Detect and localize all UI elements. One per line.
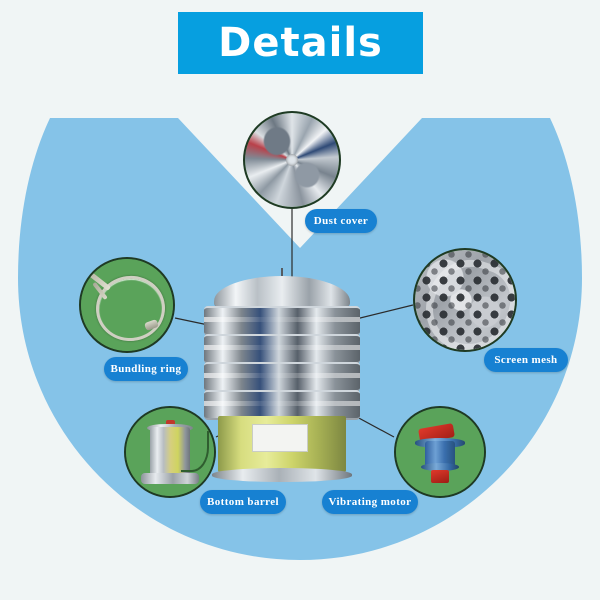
machine-base-flange <box>212 468 352 482</box>
callout-circle-screen-mesh[interactable] <box>413 248 517 352</box>
label-bundling-ring-text: Bundling ring <box>110 363 182 375</box>
sieve-deck <box>204 390 360 420</box>
label-dust-cover[interactable]: Dust cover <box>305 209 377 233</box>
mesh-perforations-secondary <box>415 250 515 350</box>
label-bottom-barrel-text: Bottom barrel <box>207 496 279 508</box>
motor-bottom-cap <box>431 469 449 483</box>
callout-circle-bottom-barrel[interactable] <box>124 406 216 498</box>
label-vibrating-motor-text: Vibrating motor <box>328 496 412 508</box>
label-dust-cover-text: Dust cover <box>313 215 369 227</box>
callout-circle-dust-cover[interactable] <box>243 111 341 209</box>
dust-cover-photo <box>245 113 339 207</box>
bottom-barrel-photo <box>126 408 214 496</box>
lid-stem <box>281 268 283 280</box>
barrel-cord <box>180 430 209 472</box>
callout-circle-vibrating-motor[interactable] <box>394 406 486 498</box>
vibrating-motor-photo <box>396 408 484 496</box>
callout-circle-bundling-ring[interactable] <box>79 257 175 353</box>
sieve-deck <box>204 362 360 392</box>
details-banner: Details <box>178 12 423 74</box>
motor-lower-flange <box>420 462 460 472</box>
machine-lid <box>214 276 350 311</box>
barrel-knob <box>166 420 176 427</box>
machine-nameplate <box>252 424 308 452</box>
vibrating-sieve-machine <box>196 268 368 490</box>
label-screen-mesh-text: Screen mesh <box>494 354 558 366</box>
bundling-ring-photo <box>81 259 173 351</box>
page-title: Details <box>218 20 383 66</box>
label-bundling-ring[interactable]: Bundling ring <box>104 357 188 381</box>
sieve-deck <box>204 306 360 336</box>
label-bottom-barrel[interactable]: Bottom barrel <box>200 490 286 514</box>
label-vibrating-motor[interactable]: Vibrating motor <box>322 490 418 514</box>
sieve-deck <box>204 334 360 364</box>
barrel-base <box>140 473 200 484</box>
screen-mesh-photo <box>415 250 515 350</box>
label-screen-mesh[interactable]: Screen mesh <box>484 348 568 372</box>
